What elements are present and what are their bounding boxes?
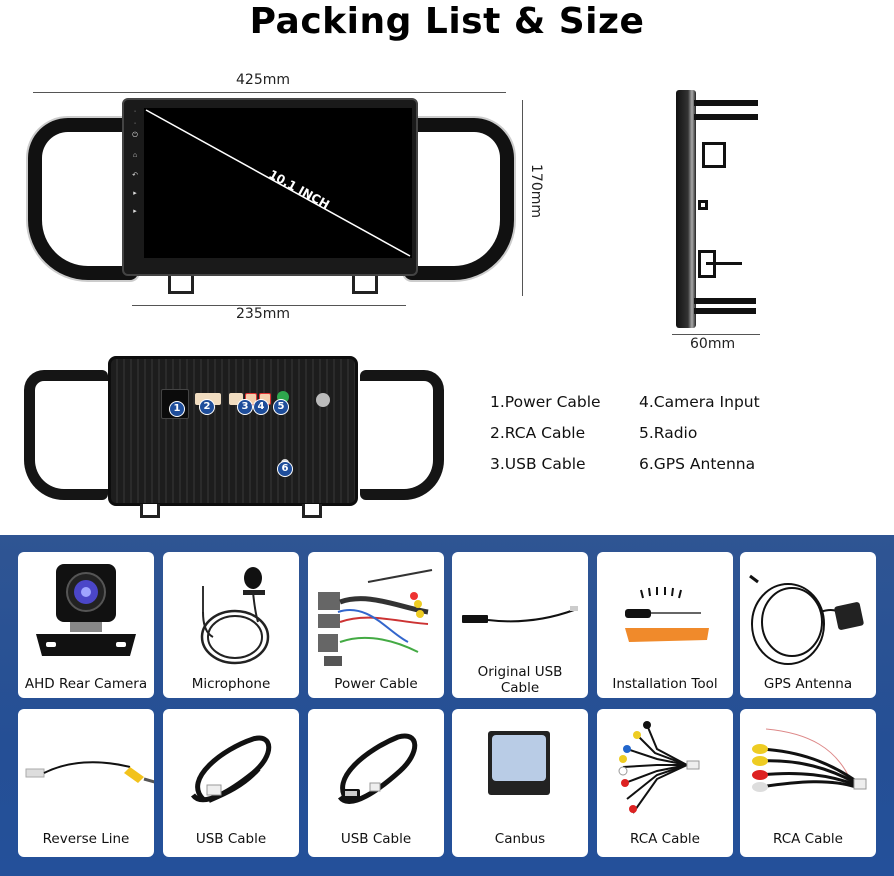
back-bracket-right [302, 504, 322, 518]
accessory-label: GPS Antenna [763, 676, 853, 692]
tool-icon [625, 587, 709, 642]
legend-item-2: 2.RCA Cable [490, 424, 586, 442]
head-unit-back-view: 1 2 3 4 5 6 [24, 356, 444, 520]
mount-bracket-right [352, 276, 378, 294]
usb-adapter-icon [462, 606, 578, 623]
accessory-card: Reverse Line [18, 709, 154, 857]
rca-cable-icon [618, 721, 700, 814]
accessory-card: GPS Antenna [740, 552, 876, 698]
volume-down-icon: ▸ [133, 208, 137, 215]
reverse-line-icon [25, 761, 154, 784]
diagonal-line-icon: 10.1 INCH [145, 109, 411, 257]
dimension-line-depth [672, 334, 760, 335]
accessory-card: USB Cable [163, 709, 299, 857]
side-arm [694, 100, 758, 106]
accessory-card: RCA Cable [740, 709, 876, 857]
back-left-bezel [24, 370, 108, 500]
side-panel [676, 90, 696, 328]
accessory-label: Original USB [477, 664, 563, 680]
accessory-card: USB Cable [308, 709, 444, 857]
back-housing: 1 2 3 4 5 6 [108, 356, 358, 506]
gps-antenna-icon [749, 574, 864, 665]
side-arm [706, 262, 742, 265]
side-arm [694, 308, 756, 314]
mount-bracket-left [168, 276, 194, 294]
volume-up-icon: ▸ [133, 190, 137, 197]
microphone-icon [200, 567, 270, 665]
usb-cable-female-icon [337, 733, 418, 804]
port-badge-1: 1 [169, 401, 185, 417]
legend-item-1: 1.Power Cable [490, 393, 601, 411]
screw [316, 393, 330, 407]
dimension-line-screen-width [132, 305, 406, 306]
side-bracket [702, 142, 726, 168]
back-right-bezel [360, 370, 444, 500]
legend-item-4: 4.Camera Input [639, 393, 760, 411]
back-icon: ↶ [132, 172, 138, 179]
side-arm [694, 114, 758, 120]
accessory-label: RCA Cable [630, 831, 700, 847]
port-badge-5: 5 [273, 399, 289, 415]
home-icon: ⌂ [132, 152, 138, 159]
canbus-icon [488, 731, 550, 795]
accessory-card: Canbus [452, 709, 588, 857]
mic-button-icon: · [133, 108, 137, 115]
power-icon: ⏻ [132, 132, 138, 139]
back-bracket-left [140, 504, 160, 518]
port-badge-6: 6 [277, 461, 293, 477]
accessory-card: Original USB Cable [452, 552, 588, 698]
accessory-label: Microphone [191, 676, 271, 692]
display-screen: 10.1 INCH [144, 108, 412, 258]
right-bezel-frame [404, 118, 514, 280]
accessory-label: RCA Cable [773, 831, 843, 847]
port-badge-3: 3 [237, 399, 253, 415]
side-bracket [698, 200, 708, 210]
power-harness-icon [318, 569, 433, 666]
legend-item-6: 6.GPS Antenna [639, 455, 756, 473]
accessory-card: Microphone [163, 552, 299, 698]
reset-button-icon: · [133, 120, 137, 127]
accessory-label: Cable [500, 680, 540, 696]
head-unit-screen-frame: · · ⏻ ⌂ ↶ ▸ ▸ 10.1 INCH [122, 98, 418, 276]
accessory-label: USB Cable [195, 831, 267, 847]
accessory-label: Reverse Line [42, 831, 130, 847]
port-badge-2: 2 [199, 399, 215, 415]
accessory-card: AHD Rear Camera [18, 552, 154, 698]
legend-item-3: 3.USB Cable [490, 455, 586, 473]
dimension-line-width [33, 92, 506, 93]
side-arm [694, 298, 756, 304]
dimension-line-height [522, 100, 523, 296]
accessory-label: AHD Rear Camera [24, 676, 148, 692]
accessory-card: Power Cable [308, 552, 444, 698]
head-unit-front-view: · · ⏻ ⌂ ↶ ▸ ▸ 10.1 INCH [26, 98, 516, 298]
dimension-depth: 60mm [690, 336, 736, 352]
dimension-height: 170mm [528, 164, 544, 218]
rca-cable-icon [752, 728, 867, 792]
head-unit-side-view [676, 90, 766, 330]
legend-item-5: 5.Radio [639, 424, 698, 442]
accessory-label: USB Cable [340, 831, 412, 847]
accessory-label: Canbus [494, 831, 546, 847]
accessory-label: Power Cable [334, 676, 418, 692]
port-badge-4: 4 [253, 399, 269, 415]
page-title: Packing List & Size [249, 1, 645, 42]
dimension-width-overall: 425mm [236, 72, 290, 88]
left-bezel-frame [28, 118, 138, 280]
accessories-panel: AHD Rear Camera Microphone [0, 535, 894, 876]
camera-icon [36, 564, 136, 656]
dimension-width-screen: 235mm [236, 306, 290, 322]
accessory-card: RCA Cable [597, 709, 733, 857]
accessory-label: Installation Tool [612, 676, 718, 692]
accessory-card: Installation Tool [597, 552, 733, 698]
usb-cable-icon [190, 735, 272, 803]
screen-size-label: 10.1 INCH [266, 167, 332, 212]
